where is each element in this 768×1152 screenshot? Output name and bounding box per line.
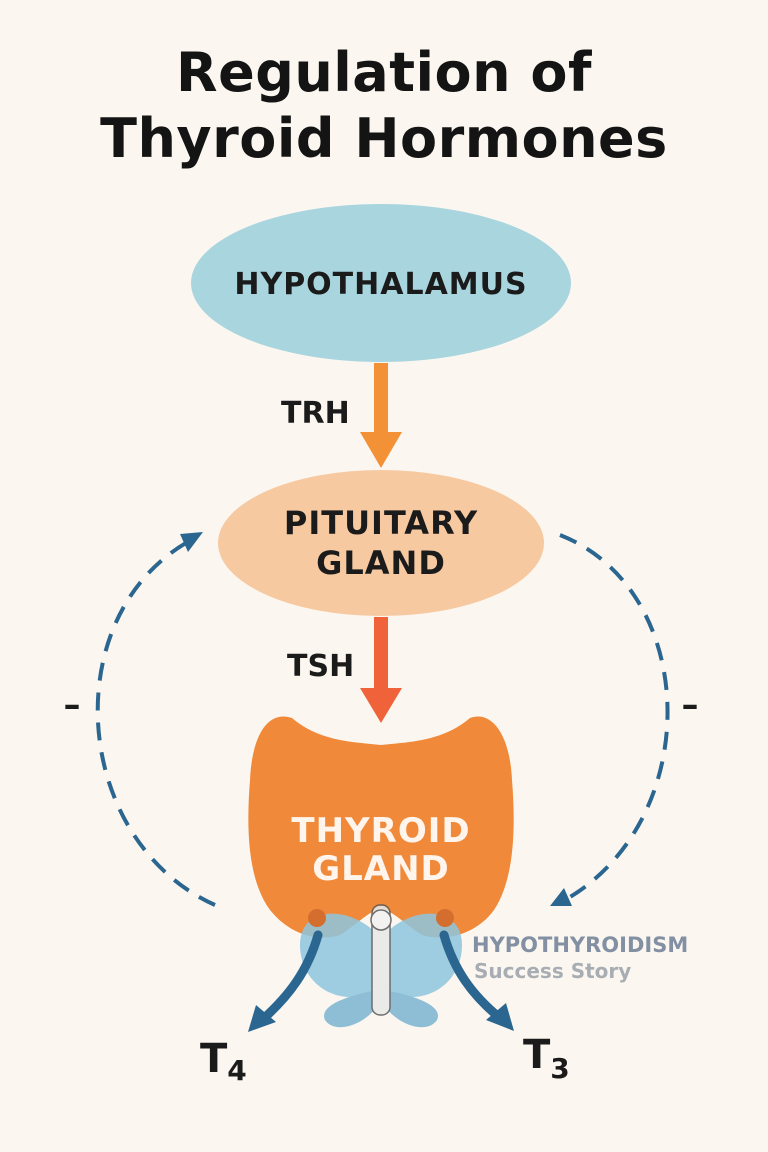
pituitary-label-line-1: PITUITARY [284, 504, 478, 542]
t4-arrow-head [248, 1005, 276, 1032]
t4-arrow [257, 930, 323, 1025]
watermark-line-1: HYPOTHYROIDISM [472, 933, 688, 957]
feedback-left-arrow [95, 536, 216, 907]
t4-label-sub: 4 [227, 1054, 246, 1087]
tsh-label: TSH [287, 649, 354, 684]
feedback-left-head [180, 532, 203, 552]
hypothalamus-node [191, 204, 571, 362]
t3-label-base: T [523, 1032, 551, 1078]
title-line-1: Regulation of [175, 41, 592, 104]
watermark-line-2: Success Story [474, 959, 631, 983]
t4-label: T4 [200, 1036, 247, 1087]
hypothalamus-label: HYPOTHALAMUS [234, 267, 527, 302]
feedback-right-head [550, 888, 572, 906]
trh-arrow-shaft [374, 363, 388, 435]
feedback-left-sign: – [64, 685, 81, 725]
tsh-arrow-shaft [374, 617, 388, 691]
watermark-butterfly-icon [300, 904, 462, 1028]
thyroid-node [248, 716, 514, 938]
t3-arrow [439, 930, 505, 1023]
title-line-2: Thyroid Hormones [100, 107, 668, 170]
feedback-right-sign: – [682, 685, 699, 725]
thyroid-label-line-2: GLAND [312, 849, 450, 889]
thyroid-label-line-1: THYROID [291, 811, 470, 851]
trh-arrow-head [360, 432, 402, 468]
feedback-right-arrow [559, 533, 670, 902]
t4-label-base: T [200, 1036, 228, 1082]
pituitary-label-line-2: GLAND [316, 544, 446, 582]
t3-label: T3 [523, 1032, 570, 1085]
t3-arrow-head [486, 1003, 514, 1031]
page-title: Regulation of Thyroid Hormones [0, 40, 768, 172]
trh-label: TRH [281, 396, 350, 431]
pituitary-node [218, 470, 544, 616]
t3-label-sub: 3 [550, 1052, 569, 1085]
tsh-arrow-head [360, 688, 402, 723]
